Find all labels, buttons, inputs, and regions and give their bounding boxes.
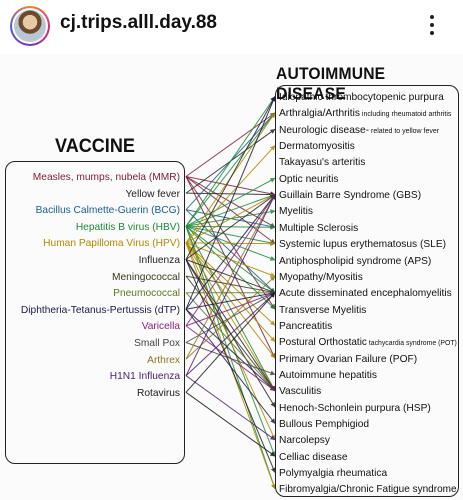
disease-note: including rheumatoid arthritis bbox=[360, 111, 451, 118]
disease-item: Primary Ovarian Failure (POF) bbox=[279, 353, 417, 366]
vaccine-item: H1N1 Influenza bbox=[110, 370, 180, 383]
vaccine-item: Yellow fever bbox=[125, 188, 180, 201]
disease-label: Dermatomyositis bbox=[279, 141, 355, 152]
disease-item: Takayasu's arteritis bbox=[279, 156, 365, 169]
disease-label: Myelitis bbox=[279, 206, 313, 217]
disease-item: Dermatomyositis bbox=[279, 140, 355, 153]
vaccine-disease-link bbox=[186, 309, 275, 391]
disease-item: Myelitis bbox=[279, 205, 313, 218]
disease-item: Narcolepsy bbox=[279, 434, 330, 447]
disease-label: Transverse Myelitis bbox=[279, 305, 366, 316]
profile-avatar[interactable] bbox=[10, 6, 50, 46]
disease-item: Autoimmune hepatitis bbox=[279, 369, 377, 382]
vaccine-item: Small Pox bbox=[134, 337, 180, 350]
vaccine-disease-link bbox=[186, 243, 275, 244]
disease-item: Polymyalgia rheumatica bbox=[279, 467, 387, 480]
disease-label: Idiopathic thrombocytopenic purpura bbox=[279, 92, 444, 103]
disease-label: Primary Ovarian Failure (POF) bbox=[279, 354, 417, 365]
disease-item: Postural Orthostatic tachycardia syndrom… bbox=[279, 336, 457, 350]
disease-item: Multiple Sclerosis bbox=[279, 222, 358, 235]
post-header: cj.trips.alll.day.88 bbox=[0, 0, 463, 50]
disease-label: Celliac disease bbox=[279, 452, 348, 463]
disease-label: Optic neuritis bbox=[279, 174, 338, 185]
disease-item: Systemic lupus erythematosus (SLE) bbox=[279, 238, 446, 251]
disease-item: Transverse Myelitis bbox=[279, 304, 366, 317]
disease-item: Vasculitis bbox=[279, 385, 321, 398]
vaccine-item: Arthrex bbox=[147, 354, 180, 367]
disease-item: Antiphospholipid syndrome (APS) bbox=[279, 255, 431, 268]
disease-item: Guillain Barre Syndrome (GBS) bbox=[279, 189, 421, 202]
vaccine-item: Hepatitis B virus (HBV) bbox=[76, 221, 180, 234]
disease-label: Postural Orthostatic bbox=[279, 337, 367, 348]
disease-label: Multiple Sclerosis bbox=[279, 223, 358, 234]
disease-label: Neurologic disease- bbox=[279, 125, 369, 136]
vaccine-disease-link bbox=[186, 392, 275, 456]
vaccine-item: Diphtheria-Tetanus-Pertussis (dTP) bbox=[21, 304, 180, 317]
more-options-icon[interactable] bbox=[424, 12, 440, 38]
vaccine-item: Human Papilloma Virus (HPV) bbox=[43, 237, 180, 250]
disease-label: Fibromyalgia/Chronic Fatigue syndrome bbox=[279, 484, 457, 495]
disease-label: Vasculitis bbox=[279, 386, 321, 397]
disease-item: Pancreatitis bbox=[279, 320, 332, 333]
vaccine-item: Influenza bbox=[139, 254, 180, 267]
disease-item: Idiopathic thrombocytopenic purpura bbox=[279, 91, 444, 104]
disease-label: Pancreatitis bbox=[279, 321, 332, 332]
vaccine-item: Bacillus Calmette-Guerin (BCG) bbox=[36, 204, 180, 217]
disease-label: Myopathy/Myositis bbox=[279, 272, 363, 283]
disease-item: Neurologic disease- related to yellow fe… bbox=[279, 124, 439, 138]
disease-label: Polymyalgia rheumatica bbox=[279, 468, 387, 479]
disease-label: Takayasu's arteritis bbox=[279, 157, 365, 168]
disease-item: Henoch-Schonlein purpura (HSP) bbox=[279, 402, 431, 415]
disease-item: Myopathy/Myositis bbox=[279, 271, 363, 284]
disease-label: Arthralgia/Arthritis bbox=[279, 108, 360, 119]
vaccine-disease-link bbox=[186, 243, 275, 391]
disease-label: Acute disseminated encephalomyelitis bbox=[279, 288, 452, 299]
disease-note: tachycardia syndrome (POT) bbox=[367, 340, 457, 347]
disease-item: Fibromyalgia/Chronic Fatigue syndrome bbox=[279, 483, 457, 496]
vaccine-disease-link bbox=[186, 293, 275, 326]
vaccine-disease-link bbox=[186, 113, 275, 226]
disease-item: Acute disseminated encephalomyelitis bbox=[279, 287, 452, 300]
disease-label: Guillain Barre Syndrome (GBS) bbox=[279, 190, 421, 201]
username[interactable]: cj.trips.alll.day.88 bbox=[60, 12, 217, 34]
vaccine-disease-link bbox=[186, 260, 275, 391]
disease-item: Bullous Pemphigiod bbox=[279, 418, 369, 431]
disease-label: Henoch-Schonlein purpura (HSP) bbox=[279, 403, 431, 414]
vaccine-item: Measles, mumps, nubela (MMR) bbox=[33, 171, 180, 184]
vaccine-item: Rotavirus bbox=[137, 387, 180, 400]
vaccine-item: Meningococcal bbox=[112, 271, 180, 284]
avatar-ring bbox=[12, 8, 48, 44]
disease-label: Narcolepsy bbox=[279, 435, 330, 446]
vaccine-disease-link bbox=[186, 276, 275, 359]
vaccine-item: Varicella bbox=[142, 320, 180, 333]
disease-label: Autoimmune hepatitis bbox=[279, 370, 377, 381]
vaccine-disease-link bbox=[186, 113, 275, 177]
disease-label: Antiphospholipid syndrome (APS) bbox=[279, 256, 431, 267]
vaccine-disease-link bbox=[186, 226, 275, 309]
disease-item: Optic neuritis bbox=[279, 173, 338, 186]
avatar-photo bbox=[14, 10, 46, 42]
post-image: AUTOIMMUNE DISEASE VACCINE Measles, mump… bbox=[0, 54, 463, 500]
vaccine-disease-link bbox=[186, 97, 275, 227]
vaccine-title: VACCINE bbox=[55, 136, 135, 158]
disease-label: Bullous Pemphigiod bbox=[279, 419, 369, 430]
disease-label: Systemic lupus erythematosus (SLE) bbox=[279, 239, 446, 250]
disease-note: related to yellow fever bbox=[369, 128, 439, 135]
vaccine-list: Measles, mumps, nubela (MMR) Yellow fever… bbox=[5, 161, 185, 464]
disease-item: Arthralgia/Arthritis including rheumatoi… bbox=[279, 107, 451, 121]
vaccine-item: Pneumococcal bbox=[113, 287, 180, 300]
disease-item: Celliac disease bbox=[279, 451, 348, 464]
